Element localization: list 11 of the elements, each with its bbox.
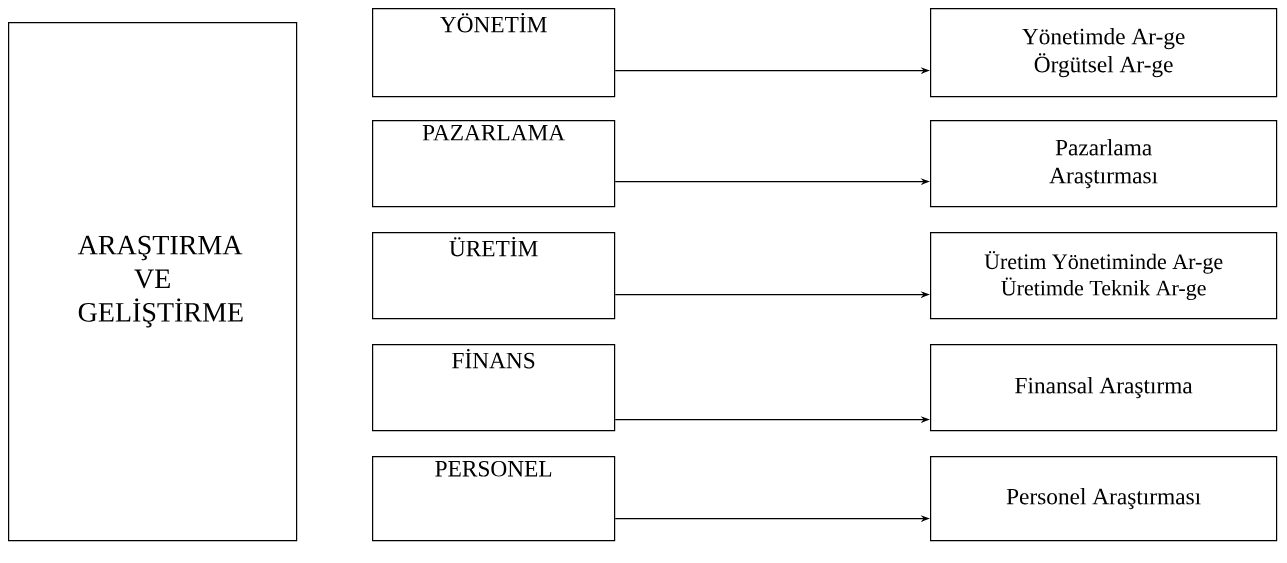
process-box: Yönetimde Ar-ge Örgütsel Ar-ge	[930, 8, 1278, 98]
process-box: Finansal Araştırma	[930, 344, 1278, 432]
process-box: Pazarlama Araştırması	[930, 120, 1278, 208]
process-box: Personel Araştırması	[930, 456, 1278, 542]
process-box: Üretim Yönetiminde Ar-ge Üretimde Teknik Ar-ge	[930, 232, 1278, 320]
title-box: ARAŞTIRMA VE GELİŞTİRME	[8, 22, 298, 542]
process-box: PERSONEL	[372, 456, 616, 542]
process-box: PAZARLAMA	[372, 120, 616, 208]
process-box: ÜRETİM	[372, 232, 616, 320]
process-box: FİNANS	[372, 344, 616, 432]
process-box: YÖNETİM	[372, 8, 616, 98]
